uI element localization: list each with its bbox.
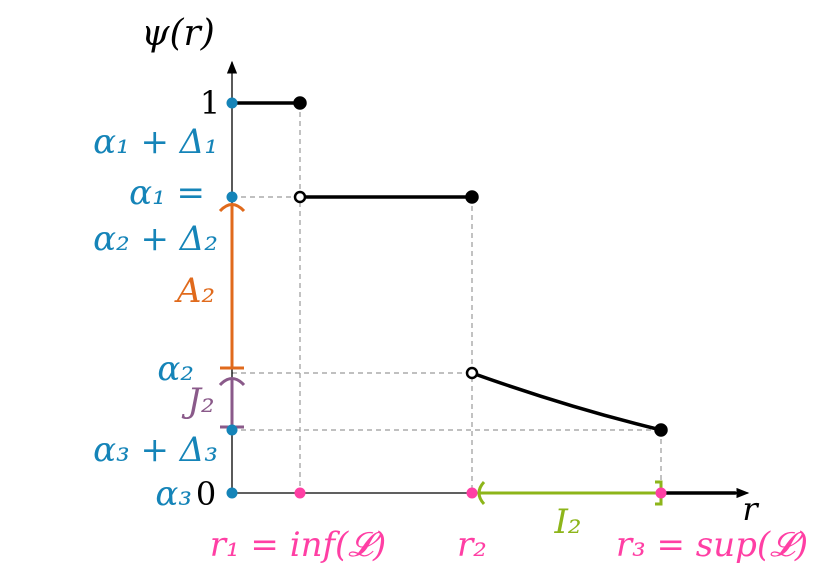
label-alpha2: α₂ — [157, 349, 194, 389]
label-alpha2-plus-delta2: α₂ + Δ₂ — [93, 219, 218, 259]
alpha-point-alpha3delta3 — [226, 424, 238, 436]
endpoint-open-2 — [465, 366, 479, 380]
endpoint-filled-2 — [465, 190, 479, 204]
interval-A2-top-paren — [218, 203, 246, 213]
interval-I2-left-paren — [477, 480, 486, 506]
y-tick-one: 1 — [200, 84, 220, 122]
interval-J2 — [218, 377, 246, 429]
step-segment-3-curve — [470, 371, 663, 432]
endpoint-open-1 — [293, 190, 307, 204]
label-I2: I₂ — [553, 502, 581, 542]
x-axis-label: r — [742, 490, 759, 528]
alpha-point-alpha1 — [226, 191, 238, 203]
alpha-point-alpha3 — [226, 487, 238, 499]
interval-I2 — [477, 480, 663, 506]
label-alpha3-plus-delta3: α₃ + Δ₃ — [93, 430, 218, 470]
label-J2: J₂ — [181, 381, 214, 421]
y-axis-label: ψ(r) — [141, 13, 215, 54]
endpoint-filled-3 — [654, 423, 668, 437]
alpha-point-1 — [226, 97, 238, 109]
r-points — [294, 487, 667, 499]
label-A2: A₂ — [174, 271, 215, 311]
r2-point — [466, 487, 478, 499]
endpoint-filled-1 — [293, 96, 307, 110]
label-r1: r₁ = inf(𝓛) — [210, 525, 387, 565]
r3-point — [655, 487, 667, 499]
guide-lines — [232, 103, 662, 493]
r1-point — [294, 487, 306, 499]
label-alpha1-eq: α₁ = — [129, 173, 205, 213]
alpha-points — [226, 97, 238, 499]
interval-J2-top-paren — [218, 377, 246, 387]
step-function — [230, 101, 737, 495]
interval-A2 — [218, 203, 246, 370]
step-endpoints — [293, 96, 668, 437]
origin-label: 0 — [196, 475, 216, 513]
label-r2: r₂ — [457, 525, 487, 565]
label-alpha1-plus-delta1: α₁ + Δ₁ — [93, 122, 218, 162]
label-alpha3: α₃ — [155, 474, 192, 514]
label-r3: r₃ = sup(𝓛) — [616, 525, 808, 565]
